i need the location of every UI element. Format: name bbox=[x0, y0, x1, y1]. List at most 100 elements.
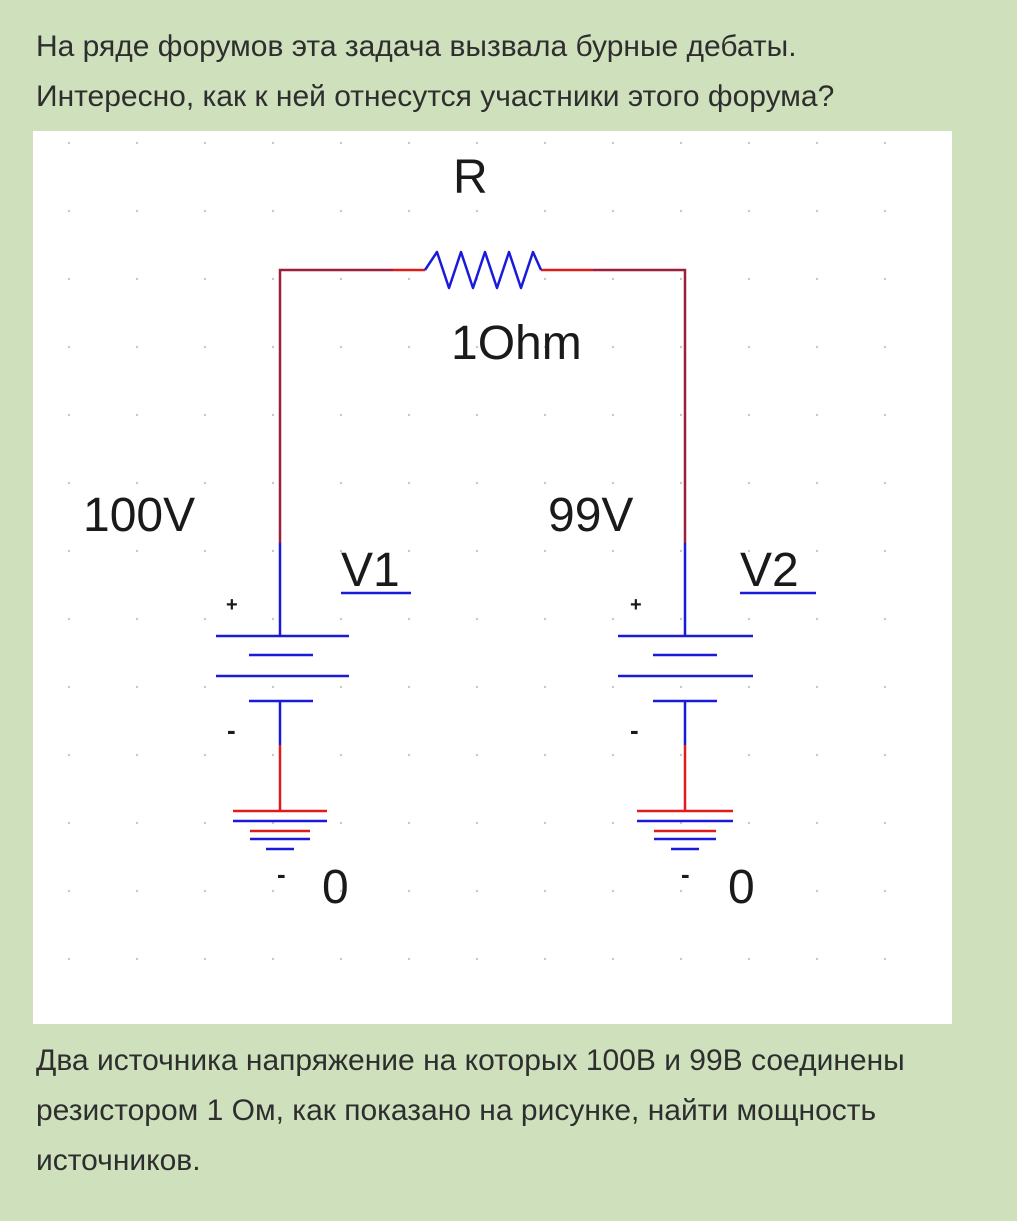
grid-dot bbox=[67, 957, 71, 961]
grid-dot bbox=[271, 413, 275, 417]
grid-dot bbox=[407, 549, 411, 553]
grid-dot bbox=[543, 685, 547, 689]
grid-dot bbox=[883, 413, 887, 417]
grid-dot bbox=[67, 685, 71, 689]
grid-dot bbox=[67, 209, 71, 213]
grid-dot bbox=[747, 685, 751, 689]
v1-plus: + bbox=[226, 594, 238, 616]
grid-dot bbox=[747, 345, 751, 349]
grid-dot bbox=[883, 889, 887, 893]
question-line-1: Два источника напряжение на которых 100В… bbox=[36, 1044, 905, 1077]
grid-dot bbox=[883, 617, 887, 621]
grid-dot bbox=[611, 141, 615, 145]
grid-dot bbox=[339, 209, 343, 213]
grid-dot bbox=[67, 889, 71, 893]
grid-dot bbox=[883, 141, 887, 145]
right-wire bbox=[593, 268, 687, 543]
grid-dot bbox=[883, 277, 887, 281]
grid-dot bbox=[543, 957, 547, 961]
grid-dot bbox=[407, 141, 411, 145]
grid-dot bbox=[543, 889, 547, 893]
grid-dot bbox=[611, 277, 615, 281]
grid-dot bbox=[407, 345, 411, 349]
grid-dot bbox=[203, 617, 207, 621]
grid-dot bbox=[611, 685, 615, 689]
grid-dot bbox=[611, 413, 615, 417]
grid-dot bbox=[407, 209, 411, 213]
ground-1-symbol bbox=[233, 809, 327, 851]
grid-dot bbox=[815, 413, 819, 417]
grid-dot bbox=[543, 481, 547, 485]
grid-dot bbox=[271, 957, 275, 961]
grid-dot bbox=[135, 617, 139, 621]
grid-dot bbox=[135, 345, 139, 349]
grid-dot bbox=[407, 753, 411, 757]
grid-dot bbox=[271, 209, 275, 213]
grid-dot bbox=[815, 345, 819, 349]
grid-dot bbox=[883, 753, 887, 757]
grid-dot bbox=[67, 753, 71, 757]
grid-dot bbox=[475, 685, 479, 689]
grid-dot bbox=[475, 617, 479, 621]
grid-dot bbox=[407, 617, 411, 621]
grid-dot bbox=[883, 209, 887, 213]
grid-dot bbox=[679, 821, 683, 825]
grid-dot bbox=[679, 549, 683, 553]
grid-dot bbox=[475, 141, 479, 145]
grid-dot bbox=[135, 549, 139, 553]
grid-dot bbox=[611, 549, 615, 553]
grid-dot bbox=[747, 549, 751, 553]
grid-dot bbox=[815, 821, 819, 825]
grid-dot bbox=[271, 821, 275, 825]
grid-dot bbox=[271, 345, 275, 349]
grid-dot bbox=[611, 821, 615, 825]
grid-dot bbox=[679, 957, 683, 961]
left-wire bbox=[278, 268, 393, 543]
grid-dot bbox=[135, 753, 139, 757]
grid-dot bbox=[203, 821, 207, 825]
grid-dot bbox=[203, 413, 207, 417]
question-text: Два источника напряжение на которых 100В… bbox=[36, 1036, 1009, 1186]
question-line-2: резистором 1 Ом, как показано на рисунке… bbox=[36, 1094, 877, 1127]
v2-voltage: 99V bbox=[548, 489, 633, 542]
grid-dot bbox=[815, 957, 819, 961]
grid-dot bbox=[203, 685, 207, 689]
grid-dot bbox=[679, 617, 683, 621]
grid-dot bbox=[815, 277, 819, 281]
grid-dot bbox=[815, 209, 819, 213]
ground-2-symbol bbox=[637, 809, 733, 851]
grid-dot bbox=[407, 481, 411, 485]
grid-dot bbox=[407, 957, 411, 961]
grid-dot bbox=[543, 345, 547, 349]
grid-dot bbox=[339, 277, 343, 281]
grid-dot bbox=[611, 617, 615, 621]
intro-line-2: Интересно, как к ней отнесутся участники… bbox=[36, 80, 835, 113]
grid-dot bbox=[611, 889, 615, 893]
grid-dot bbox=[679, 753, 683, 757]
grid-dot bbox=[67, 617, 71, 621]
grid-dot bbox=[339, 821, 343, 825]
v2-name: V2 bbox=[740, 544, 799, 597]
grid-dot bbox=[271, 753, 275, 757]
grid-dot bbox=[135, 277, 139, 281]
resistor-name: R bbox=[453, 151, 488, 204]
grid-dot bbox=[339, 413, 343, 417]
grid-dot bbox=[407, 889, 411, 893]
grid-dot bbox=[271, 685, 275, 689]
v2-plus: + bbox=[630, 594, 642, 616]
grid-dot bbox=[203, 277, 207, 281]
grid-dot bbox=[543, 549, 547, 553]
grid-dot bbox=[475, 209, 479, 213]
grid-dot bbox=[883, 821, 887, 825]
grid-dot bbox=[203, 549, 207, 553]
grid-dot bbox=[883, 549, 887, 553]
grid-dot bbox=[271, 277, 275, 281]
grid-dot bbox=[679, 889, 683, 893]
grid-dot bbox=[135, 889, 139, 893]
grid-dot bbox=[883, 685, 887, 689]
grid-dot bbox=[135, 141, 139, 145]
grid-dot bbox=[611, 209, 615, 213]
grid-dot bbox=[203, 481, 207, 485]
grid-dot bbox=[67, 277, 71, 281]
grid-dot bbox=[67, 345, 71, 349]
